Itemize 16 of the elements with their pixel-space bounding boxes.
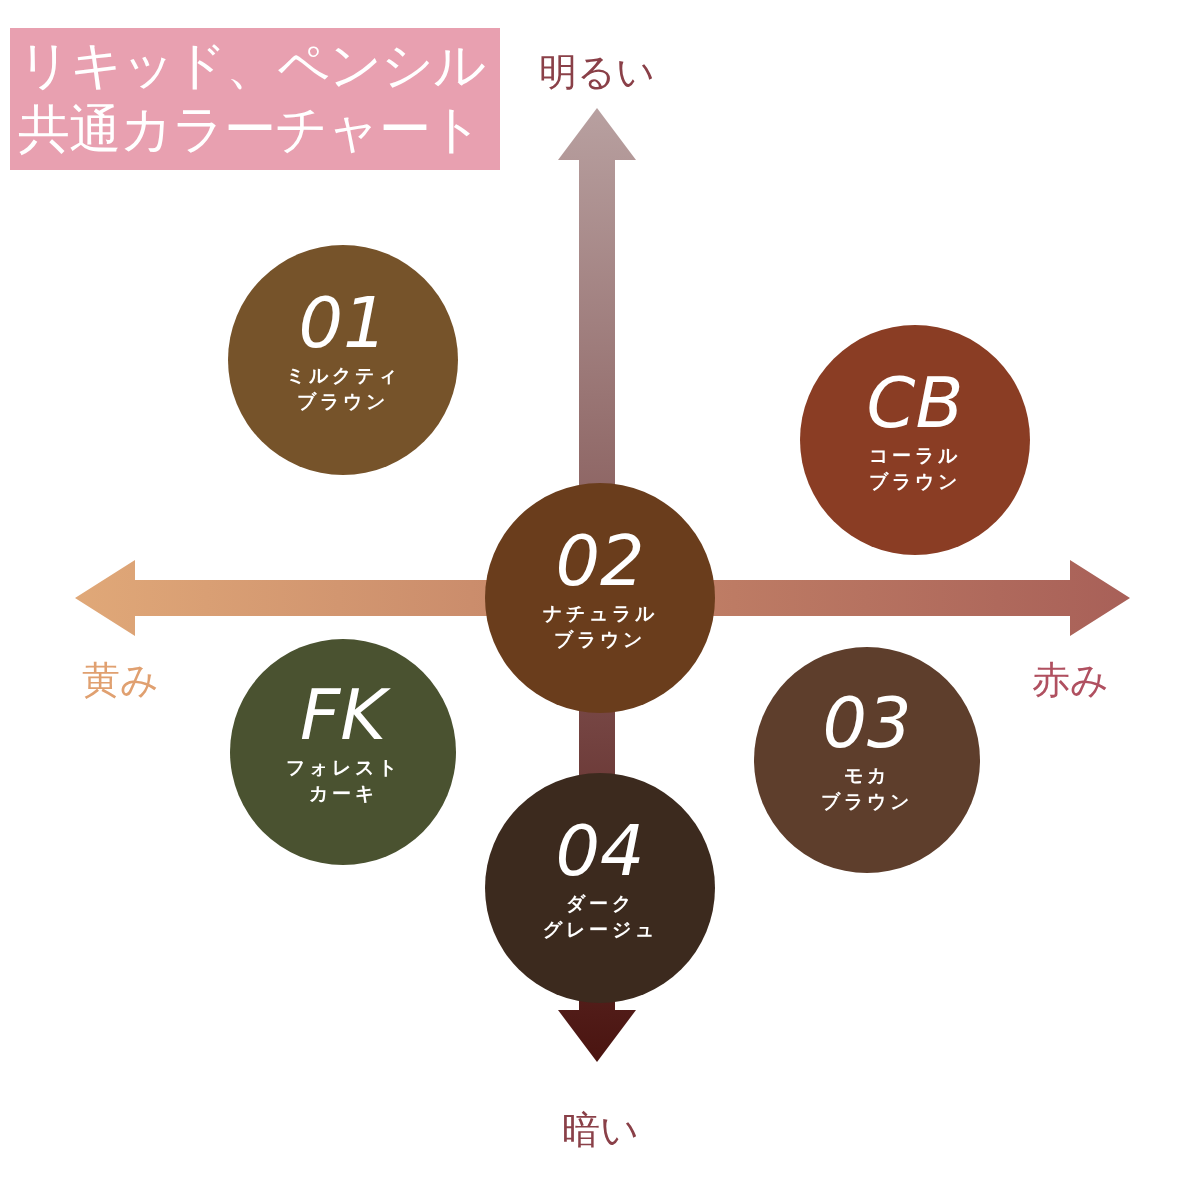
- shade-name: ダークグレージュ: [542, 891, 658, 942]
- shade-code: 04: [555, 812, 645, 890]
- axis-label: 赤み: [1031, 656, 1109, 704]
- shade-name: ミルクティブラウン: [285, 363, 401, 414]
- title: リキッド、ペンシル共通カラーチャート: [10, 28, 500, 170]
- shade-name: フォレストカーキ: [285, 755, 401, 806]
- shade-code: 02: [555, 522, 645, 600]
- axis-label: 暗い: [561, 1106, 639, 1154]
- shade-name: コーラルブラウン: [869, 443, 961, 494]
- axis-label: 黄み: [81, 656, 159, 704]
- shade-name: モカブラウン: [821, 763, 913, 814]
- shade-name: ナチュラルブラウン: [542, 601, 658, 652]
- shade-code: CB: [866, 364, 964, 442]
- shade-code: 01: [298, 284, 388, 362]
- shade-code: 03: [822, 684, 912, 762]
- axis-label: 明るい: [539, 48, 655, 96]
